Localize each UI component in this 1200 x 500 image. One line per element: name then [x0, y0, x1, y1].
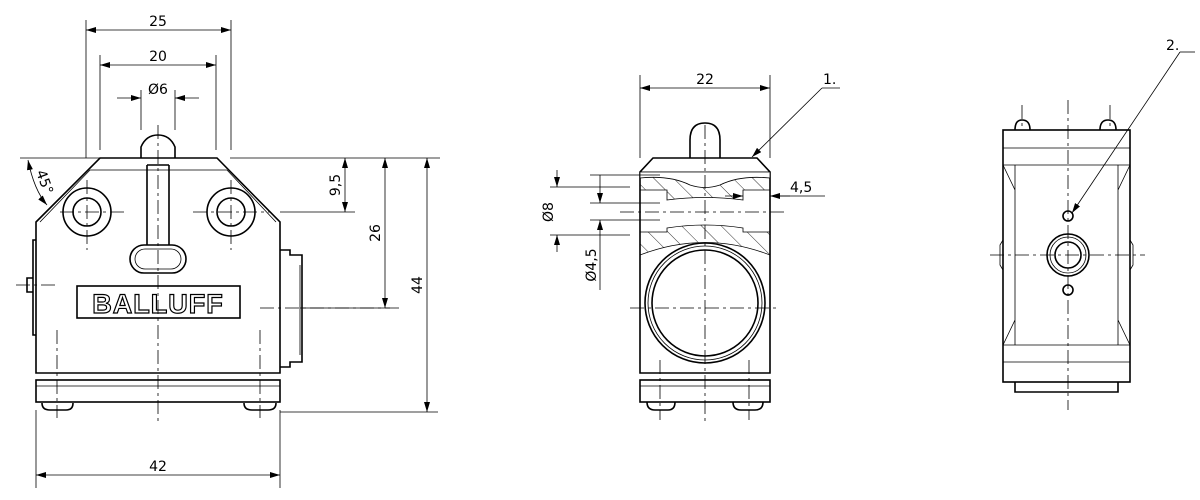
dim-44: 44	[410, 276, 426, 294]
dim-diameter-8: Ø8	[541, 202, 557, 222]
dim-22: 22	[696, 72, 714, 88]
side-view: 22 Ø8 Ø4,5 4,5 1.	[541, 72, 840, 425]
callout-2: 2.	[1166, 38, 1179, 54]
brand-logo: BALLUFF	[92, 289, 223, 319]
front-view: BALLUFF 25 20 Ø6 45° 9,5 26 44 42	[16, 14, 440, 488]
section-hatch	[639, 171, 771, 256]
dim-diameter-4-5: Ø4,5	[584, 248, 600, 281]
dim-25: 25	[149, 14, 167, 30]
rear-view: 2.	[990, 38, 1195, 410]
dim-9-5: 9,5	[328, 174, 344, 196]
dim-4-5: 4,5	[790, 180, 812, 196]
dim-26: 26	[368, 224, 384, 242]
callout-1: 1.	[823, 72, 836, 88]
screw-left	[41, 402, 74, 411]
dim-42: 42	[149, 459, 167, 475]
body-outline	[35, 157, 281, 374]
rear-body-outline	[1002, 129, 1131, 383]
dim-diameter-6: Ø6	[148, 82, 168, 98]
dim-angle-45: 45°	[32, 168, 56, 197]
connector	[280, 249, 303, 368]
logo-box	[76, 285, 241, 319]
slot	[146, 164, 170, 245]
dim-20: 20	[149, 49, 167, 65]
